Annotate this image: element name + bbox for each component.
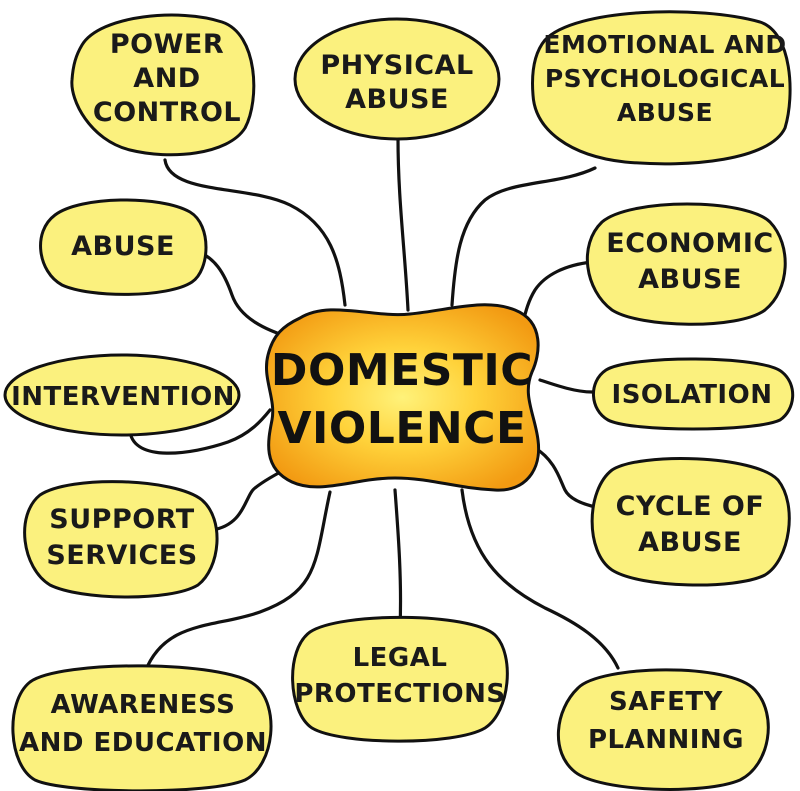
node-label: ISOLATION <box>612 380 773 410</box>
node-label: ABUSE <box>71 231 175 262</box>
node-intervention: INTERVENTION <box>3 353 241 437</box>
label-line: ABUSE <box>71 231 175 262</box>
node-shape <box>11 664 273 791</box>
node-isolation: ISOLATION <box>592 357 795 431</box>
node-shape <box>592 357 795 431</box>
label-line: ABUSE <box>617 98 713 127</box>
label-line: AND EDUCATION <box>19 728 267 758</box>
label-line: POWER <box>110 29 224 60</box>
label-line: SERVICES <box>46 540 197 571</box>
label-line: VIOLENCE <box>277 403 526 454</box>
label-line: LEGAL <box>353 643 448 673</box>
node-economic-abuse: ECONOMIC ABUSE <box>585 202 787 326</box>
node-label: SAFETY PLANNING <box>588 687 744 755</box>
connector-cycle-of-abuse <box>533 446 602 510</box>
node-label: SUPPORT SERVICES <box>46 504 197 571</box>
connector-safety-planning <box>460 488 620 670</box>
label-line: INTERVENTION <box>11 382 235 412</box>
node-label: LEGAL PROTECTIONS <box>294 643 505 709</box>
node-support-services: SUPPORT SERVICES <box>23 480 219 599</box>
node-shape <box>590 457 791 587</box>
label-line: PROTECTIONS <box>294 679 505 709</box>
node-shape <box>556 668 770 791</box>
label-line: AWARENESS <box>51 690 236 720</box>
node-shape <box>293 17 501 141</box>
node-legal-protections: LEGAL PROTECTIONS <box>291 615 509 743</box>
node-label: ECONOMIC ABUSE <box>606 228 774 295</box>
connector-intervention <box>128 408 272 455</box>
node-label: AWARENESS AND EDUCATION <box>19 690 267 758</box>
label-line: PSYCHOLOGICAL <box>545 64 785 93</box>
node-shape <box>531 10 792 166</box>
connector-economic-abuse <box>519 260 594 332</box>
node-safety-planning: SAFETY PLANNING <box>556 668 770 791</box>
connector-abuse <box>190 248 294 340</box>
label-line: ECONOMIC <box>606 228 774 259</box>
connector-isolation <box>538 378 594 394</box>
label-line: ABUSE <box>345 84 449 115</box>
node-awareness-and-education: AWARENESS AND EDUCATION <box>11 664 273 791</box>
label-line: ABUSE <box>638 264 742 295</box>
node-shape <box>3 353 241 437</box>
label-line: PHYSICAL <box>320 50 473 81</box>
node-shape <box>585 202 787 326</box>
label-line: DOMESTIC <box>271 345 533 396</box>
label-line: EMOTIONAL AND <box>543 30 786 59</box>
center-node-shape <box>265 303 541 492</box>
node-emotional-abuse: EMOTIONAL AND PSYCHOLOGICAL ABUSE <box>531 10 792 166</box>
node-shape <box>70 13 256 157</box>
connector-emotional-abuse <box>450 166 597 307</box>
node-shape <box>23 480 219 599</box>
label-line: AND <box>133 63 200 94</box>
node-cycle-of-abuse: CYCLE OF ABUSE <box>590 457 791 587</box>
connector-legal-protections <box>393 488 403 630</box>
connector-physical-abuse <box>396 136 410 312</box>
node-shape <box>291 615 509 743</box>
center-title: DOMESTIC VIOLENCE <box>271 345 533 454</box>
label-line: CONTROL <box>93 97 241 128</box>
node-label: CYCLE OF ABUSE <box>616 491 765 558</box>
node-abuse: ABUSE <box>39 198 208 296</box>
center-node-domestic-violence: DOMESTIC VIOLENCE <box>265 303 541 492</box>
connector-power-and-control <box>163 158 347 307</box>
node-shape <box>39 198 208 296</box>
label-line: CYCLE OF <box>616 491 765 522</box>
label-line: PLANNING <box>588 725 744 755</box>
label-line: ABUSE <box>638 527 742 558</box>
node-label: EMOTIONAL AND PSYCHOLOGICAL ABUSE <box>543 30 786 127</box>
connector-lines <box>128 136 620 674</box>
label-line: ISOLATION <box>612 380 773 410</box>
label-line: SUPPORT <box>49 504 194 535</box>
label-line: SAFETY <box>609 687 724 717</box>
connector-awareness <box>143 490 332 674</box>
node-label: INTERVENTION <box>11 382 235 412</box>
